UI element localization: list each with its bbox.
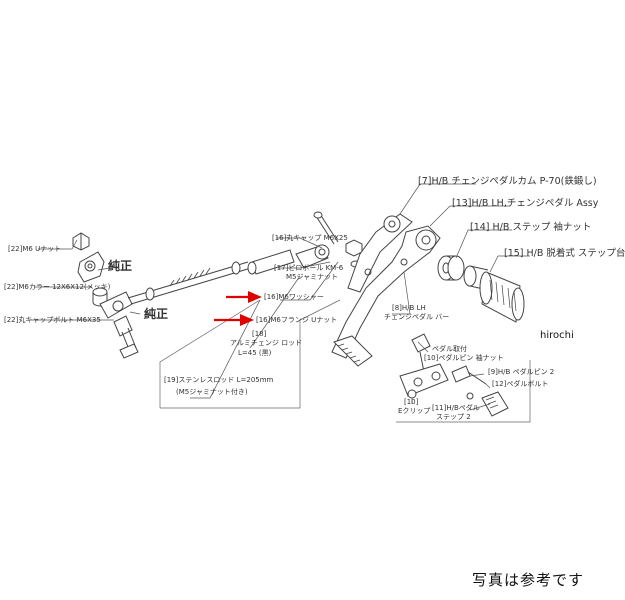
- cap-bolt-top-part: [313, 211, 339, 245]
- label-p22-bolt: [22]丸キャップボルト M6X35: [4, 316, 101, 324]
- label-p12: [12]ペダルボルト: [492, 380, 549, 388]
- label-p8-line1: [8]H/B LH: [392, 304, 426, 312]
- label-p10-group: ペダル取付: [432, 345, 467, 353]
- m6-u-nut-part: [72, 232, 90, 251]
- pillow-ball-left-part: [99, 291, 133, 319]
- label-p22-nut: [22]M6 Uナット: [8, 245, 62, 253]
- pillow-ball-right-part: [295, 244, 330, 269]
- label-p9: [9]H/B ペダルピン 2: [488, 368, 555, 376]
- label-p19-line2: (M5ジャミナット付き): [176, 388, 248, 396]
- step-collar-nut-part: [437, 255, 465, 281]
- label-p15: [15] H/B 脱着式 ステップ台: [504, 248, 625, 259]
- pedal-cam-part: [347, 213, 413, 293]
- junsei-bracket-part: [77, 251, 105, 283]
- pedal-step-assembly-part: [399, 333, 509, 417]
- parts-diagram: [30, 183, 531, 423]
- label-p16-unut: [16]M6フランジ Uナット: [256, 316, 338, 324]
- leader-lines: [30, 183, 530, 411]
- removable-step-part: [463, 265, 525, 323]
- label-p19-line1: [19]ステンレスロッド L=205mm: [164, 376, 274, 384]
- label-p14: [14] H/B ステップ 袖ナット: [470, 222, 592, 233]
- label-p10-clip2: Eクリップ: [398, 407, 431, 415]
- label-junsei-bottom: 純正: [144, 307, 169, 321]
- arrow-washer: [226, 291, 262, 303]
- label-p11-line2: ステップ 2: [436, 413, 471, 421]
- label-p18-num: [18]: [252, 330, 267, 338]
- label-p7: [7]H/B チェンジペダルカム P-70(鉄鍛し): [418, 176, 597, 187]
- label-p16-cap: [16]丸キャップ M6X25: [272, 234, 348, 242]
- label-p18-line1: アルミチェンジ ロッド: [230, 339, 303, 347]
- label-p18-line2: L=45 (黒): [238, 349, 272, 357]
- label-p17-line1: [17]ピロボール KM-6: [274, 264, 344, 272]
- aluminium-rod-part: [247, 249, 295, 275]
- watermark-text: hirochi: [540, 330, 574, 341]
- label-p10-a: [10]ペダルピン 袖ナット: [424, 354, 504, 362]
- label-p10-clip: [10]: [404, 398, 419, 406]
- label-p22-collar: [22]M6カラー 12X6X12(メッキ): [4, 283, 111, 291]
- label-junsei-top: 純正: [108, 259, 133, 273]
- red-arrows: [214, 291, 262, 326]
- stainless-rod-part: [127, 261, 252, 305]
- label-p8-line2: チェンジペダル バー: [384, 313, 450, 321]
- pedal-rubber-part: [333, 335, 373, 367]
- label-p16-washer: [16]M6ワッシャー: [264, 293, 324, 301]
- cap-bolt-left-part: [113, 315, 139, 359]
- label-p13: [13]H/B LH,チェンジペダル Assy: [452, 198, 599, 209]
- label-p17-line2: M5ジャミナット: [286, 273, 339, 281]
- reference-caption: 写真は参考です: [471, 571, 584, 589]
- arrow-unut: [214, 314, 254, 326]
- label-p11-line1: [11]H/Bペダル: [432, 404, 480, 412]
